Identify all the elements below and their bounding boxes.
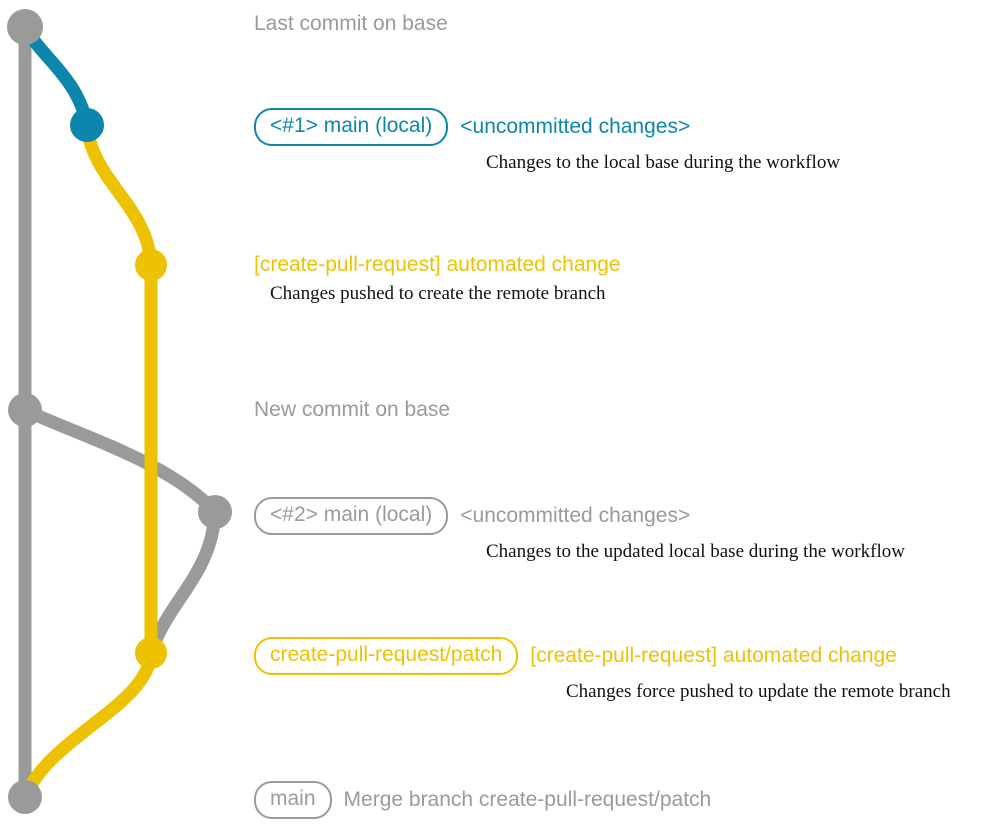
row-local-1-line: <#1> main (local) <uncommitted changes> [254, 108, 840, 146]
edge-remote2-to-merge [18, 646, 158, 804]
row-remote-2-line: create-pull-request/patch [create-pull-r… [254, 637, 951, 675]
row-remote-1-line: [create-pull-request] automated change [254, 253, 621, 277]
row-local-2: <#2> main (local) <uncommitted changes> … [254, 497, 905, 563]
commit-subject-local-2: <uncommitted changes> [460, 504, 691, 527]
commit-node-merge[interactable] [8, 780, 42, 814]
commit-node-remote-1[interactable] [135, 249, 167, 281]
ref-badge-main-local-1[interactable]: <#1> main (local) [254, 108, 449, 146]
commit-note-remote-2: Changes force pushed to update the remot… [566, 681, 951, 702]
edge-local2-to-remote2 [144, 505, 222, 660]
commit-subject-local-1: <uncommitted changes> [460, 115, 691, 138]
row-remote-1-stack: [create-pull-request] automated change C… [254, 253, 621, 305]
edge-base-to-local2 [18, 403, 222, 519]
commit-node-local-2[interactable] [198, 495, 232, 529]
commit-subject-remote-2: [create-pull-request] automated change [530, 644, 897, 667]
commit-note-local-2: Changes to the updated local base during… [486, 541, 905, 562]
row-remote-2: create-pull-request/patch [create-pull-r… [254, 637, 951, 703]
ref-badge-create-pull-request-patch[interactable]: create-pull-request/patch [254, 637, 519, 675]
ref-badge-main-local-2[interactable]: <#2> main (local) [254, 497, 449, 535]
row-local-2-line: <#2> main (local) <uncommitted changes> [254, 497, 905, 535]
commit-subject-base-last: Last commit on base [254, 12, 448, 35]
commit-subject-base-new: New commit on base [254, 398, 451, 421]
commit-node-remote-2[interactable] [135, 637, 167, 669]
commit-note-remote-1: Changes pushed to create the remote bran… [270, 283, 606, 304]
row-local-2-stack: <#2> main (local) <uncommitted changes> … [254, 497, 905, 563]
row-merge-line: main Merge branch create-pull-request/pa… [254, 781, 711, 819]
commit-node-local-1[interactable] [70, 108, 104, 142]
row-remote-1: [create-pull-request] automated change C… [254, 253, 621, 305]
row-remote-2-stack: create-pull-request/patch [create-pull-r… [254, 637, 951, 703]
ref-badge-main[interactable]: main [254, 781, 332, 819]
row-merge: main Merge branch create-pull-request/pa… [254, 781, 711, 819]
commit-note-local-1: Changes to the local base during the wor… [486, 152, 841, 173]
row-last-commit: Last commit on base [254, 12, 448, 36]
edge-local1-to-remote1 [80, 118, 158, 272]
row-new-commit: New commit on base [254, 398, 450, 422]
row-local-1-stack: <#1> main (local) <uncommitted changes> … [254, 108, 840, 174]
row-local-1: <#1> main (local) <uncommitted changes> … [254, 108, 840, 174]
commit-node-base-new[interactable] [8, 393, 42, 427]
commit-subject-remote-1: [create-pull-request] automated change [254, 253, 621, 276]
commit-node-base-last[interactable] [7, 9, 43, 45]
commit-subject-merge: Merge branch create-pull-request/patch [343, 788, 712, 811]
